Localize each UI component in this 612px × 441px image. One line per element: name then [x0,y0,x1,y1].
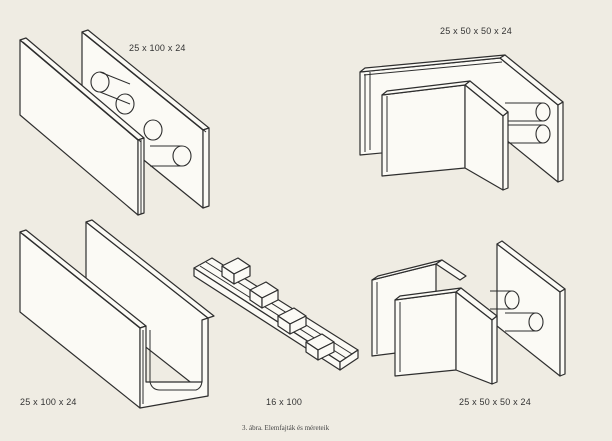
label-top-right: 25 x 50 x 50 x 24 [440,26,512,36]
figure-caption: 3. ábra. Elemfajták és méreteik [242,424,330,432]
u-channel-element [19,219,215,409]
label-bottom-left: 25 x 100 x 24 [20,397,77,407]
label-bottom-right: 25 x 50 x 50 x 24 [459,397,531,407]
corner-element-with-rods [359,54,564,191]
tray-with-blocks [193,257,359,371]
double-plate-with-rods [19,29,210,216]
label-bottom-center: 16 x 100 [266,397,303,407]
double-corner-element-with-rods [371,240,566,385]
label-top-left: 25 x 100 x 24 [129,43,186,53]
